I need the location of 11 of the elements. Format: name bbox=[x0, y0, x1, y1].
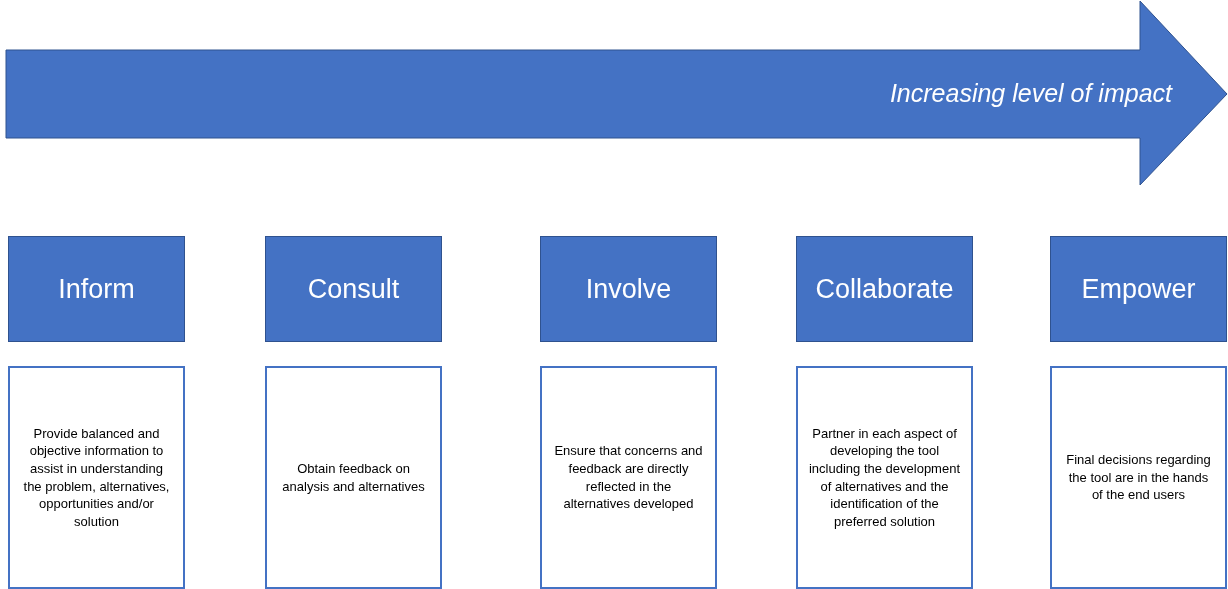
description-box: Partner in each aspect of developing the tool including the development of alternatives and the identification of the preferred solution bbox=[796, 366, 973, 589]
stage-box: Inform bbox=[8, 236, 185, 342]
description-box: Ensure that concerns and feedback are directly reflected in the alternatives developed bbox=[540, 366, 717, 589]
arrow-label: Increasing level of impact bbox=[889, 78, 1172, 108]
stage-box: Involve bbox=[540, 236, 717, 342]
stage-box: Collaborate bbox=[796, 236, 973, 342]
description-box: Obtain feedback on analysis and alternatives bbox=[265, 366, 442, 589]
description-box: Final decisions regarding the tool are in the hands of the end users bbox=[1050, 366, 1227, 589]
stage-box: Empower bbox=[1050, 236, 1227, 342]
stage-box: Consult bbox=[265, 236, 442, 342]
description-box: Provide balanced and objective information to assist in understanding the problem, alternatives, opportunities and/or solution bbox=[8, 366, 185, 589]
